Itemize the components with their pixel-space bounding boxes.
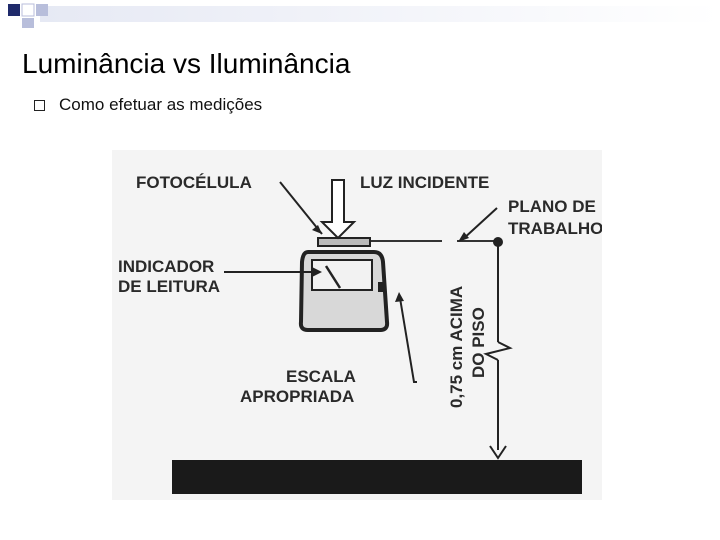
measurement-diagram: FOTOCÉLULA LUZ INCIDENTE PLANO DE TRABAL… [112,150,602,500]
deco-square-light-2 [22,18,34,28]
dimension-break-icon [483,341,513,361]
label-plano-line1: PLANO DE [508,197,596,216]
indicador-arrowhead-icon [312,267,322,277]
photocell [317,237,371,247]
bullet-text: Como efetuar as medições [59,95,263,114]
fotocelula-leader [279,181,323,235]
deco-square-dark [8,4,20,16]
slide-title: Luminância vs Iluminância [22,48,351,79]
escala-arrowhead-icon [395,292,404,302]
label-luz-incidente: LUZ INCIDENTE [360,173,489,192]
bullet-item: Como efetuar as medições [34,95,262,115]
header-gradient [40,6,720,22]
label-altura-line1: 0,75 cm ACIMA [447,286,466,408]
escala-leader [399,297,417,383]
scale-knob [378,282,384,292]
label-escala-line2: APROPRIADA [240,387,354,406]
meter-display [311,259,373,291]
deco-square-light [36,4,48,16]
label-indicador-line1: INDICADOR [118,257,214,276]
label-altura-line2: DO PISO [469,307,488,378]
incident-light-arrow-icon [319,179,357,240]
plano-arrowhead-icon [458,232,469,242]
checkbox-bullet-icon [34,99,45,111]
label-plano-line2: TRABALHO [508,219,602,238]
plano-leader [461,207,498,241]
decorative-header-bar [8,3,720,28]
dimension-bottom-arrow-icon [489,445,507,460]
meter-needle [324,265,342,289]
label-fotocelula: FOTOCÉLULA [136,173,252,192]
floor [172,460,582,494]
label-indicador-line2: DE LEITURA [118,277,220,296]
fotocelula-arrowhead-icon [312,225,322,234]
deco-square-outline [21,3,35,17]
label-escala-line1: ESCALA [286,367,356,386]
